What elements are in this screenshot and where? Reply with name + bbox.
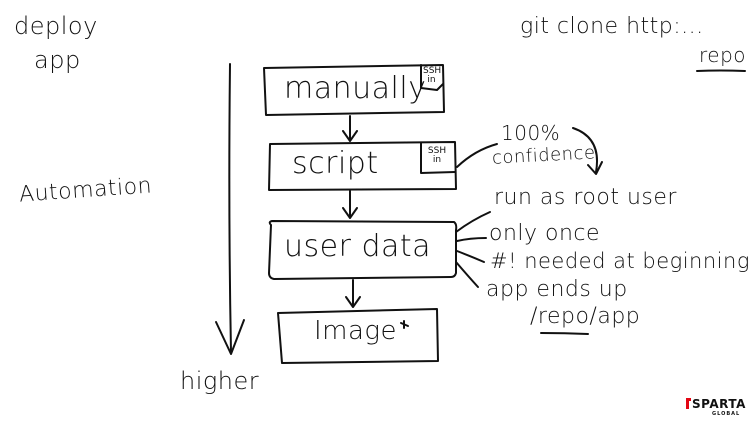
- automation-arrow-line: [228, 63, 232, 353]
- userdata-note-app-ends: app ends up: [486, 277, 628, 302]
- automation-arrow-head: [215, 319, 245, 355]
- arrow-userdata-image: [345, 279, 361, 308]
- sparta-global-logo: SPARTA GLOBAL: [686, 397, 746, 419]
- box-script-tag: SSH in: [427, 146, 447, 165]
- repo-bottom-underline: [540, 332, 589, 335]
- box-script-label: script: [292, 146, 379, 181]
- box-manually-outline: [263, 64, 445, 116]
- repo-note: repo: [699, 43, 747, 67]
- box-script-outline: [268, 141, 457, 191]
- higher-label: higher: [180, 367, 260, 395]
- arrow-script-userdata: [342, 190, 358, 219]
- userdata-note-once: only once: [489, 221, 601, 246]
- repo-top-underline: [696, 69, 746, 72]
- arrow-manually-script: [342, 115, 358, 142]
- userdata-line-1: [455, 211, 491, 233]
- box-manually-tag-outline: [420, 64, 444, 91]
- userdata-line-2: [456, 237, 487, 242]
- box-manually-label: manually: [284, 71, 427, 106]
- userdata-line-4: [455, 261, 479, 288]
- userdata-note-shebang: #! needed at beginning: [490, 249, 750, 273]
- image-box-scribble: [400, 320, 409, 329]
- box-manually-tag: SSH in: [423, 66, 442, 85]
- deploy-note-line1: deploy: [14, 12, 98, 40]
- userdata-note-root: run as root user: [494, 185, 677, 210]
- box-userdata-outline: [268, 220, 458, 280]
- box-image-outline: [277, 308, 439, 364]
- script-note-connector: [456, 143, 498, 168]
- box-image-label: Image: [314, 316, 398, 346]
- sparta-logo-mark: [686, 398, 691, 409]
- sparta-logo-subtext: GLOBAL: [712, 411, 741, 417]
- userdata-note-repo-app: /repo/app: [530, 304, 641, 329]
- git-clone-note: git clone http:...: [520, 14, 704, 39]
- sparta-logo-text: SPARTA: [692, 397, 746, 411]
- box-userdata-label: user data: [284, 229, 432, 264]
- userdata-line-3: [456, 250, 485, 263]
- deploy-note-line2: app: [34, 46, 81, 74]
- confidence-curve-arrow: [572, 127, 603, 175]
- box-script-tag-outline: [420, 142, 456, 174]
- confidence-percent: 100%: [501, 121, 561, 145]
